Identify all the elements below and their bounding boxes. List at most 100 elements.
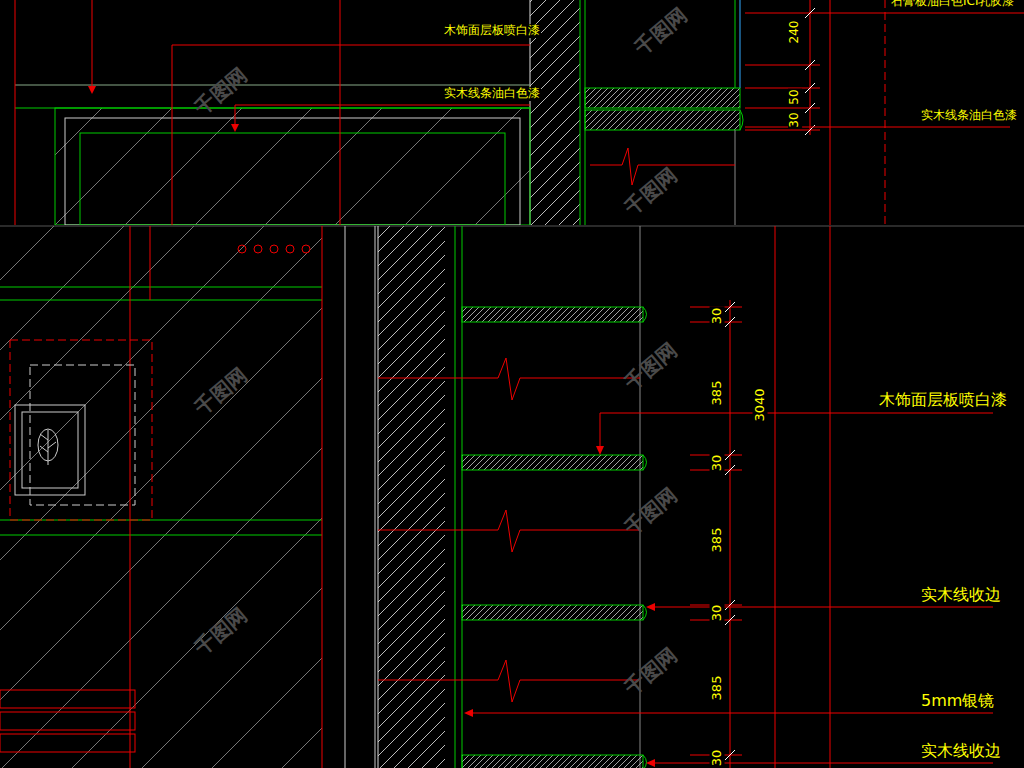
cad-stroke	[745, 130, 820, 131]
cad-stroke	[0, 734, 135, 752]
cad-stroke	[238, 245, 246, 253]
note-text: 实木线条油白色漆	[920, 109, 1018, 123]
watermark: 千图网	[630, 3, 692, 60]
dimension-text: 30	[710, 454, 725, 473]
cad-stroke	[15, 405, 85, 495]
note-text: 实木线条油白色漆	[443, 87, 541, 101]
cad-stroke	[55, 108, 530, 225]
cad-stroke	[462, 455, 643, 470]
cad-stroke	[322, 226, 323, 768]
cad-stroke	[735, 0, 736, 88]
cad-stroke	[740, 110, 743, 130]
cad-stroke	[172, 45, 530, 46]
cad-stroke	[775, 226, 776, 768]
cad-stroke	[254, 245, 262, 253]
dimension-text: 30	[788, 111, 802, 128]
note-text: 实木线收边	[920, 586, 1002, 604]
dimension-text: 385	[710, 527, 725, 554]
cad-stroke	[585, 110, 740, 130]
watermark: 千图网	[190, 63, 252, 120]
cad-stroke	[30, 365, 135, 505]
dimension-text: 50	[788, 88, 802, 105]
cad-stroke	[10, 340, 152, 520]
cad-stroke	[375, 226, 376, 768]
bottom-panel	[0, 225, 1024, 768]
cad-stroke	[745, 127, 1010, 128]
cad-stroke	[172, 45, 173, 225]
dimension-text: 3040	[753, 387, 768, 422]
note-text: 木饰面层板喷白漆	[878, 391, 1008, 409]
cad-stroke	[378, 358, 640, 400]
cad-stroke	[600, 413, 993, 414]
cad-stroke	[0, 226, 322, 768]
cad-stroke	[15, 0, 1024, 225]
cad-stroke	[725, 302, 735, 760]
cad-stroke	[643, 605, 647, 620]
watermark: 千图网	[620, 483, 682, 540]
watermark: 千图网	[190, 363, 252, 420]
cad-stroke	[455, 226, 456, 768]
cad-stroke	[830, 226, 831, 768]
cad-stroke	[378, 226, 379, 768]
cad-stroke	[231, 124, 239, 132]
cad-stroke	[55, 108, 530, 225]
dimension-text: 240	[788, 20, 802, 45]
cad-stroke	[130, 226, 131, 768]
cad-stroke	[378, 660, 640, 702]
cad-stroke	[643, 307, 647, 322]
dimension-text: 30	[710, 749, 725, 768]
cad-stroke	[286, 245, 294, 253]
cad-stroke	[745, 65, 820, 66]
cad-stroke	[462, 755, 643, 768]
cad-stroke	[0, 287, 322, 288]
cad-stroke	[378, 226, 445, 768]
cad-stroke	[646, 603, 655, 611]
cad-stroke	[600, 413, 601, 448]
cad-stroke	[652, 763, 993, 764]
cad-stroke	[345, 226, 346, 768]
watermark: 千图网	[190, 603, 252, 660]
cad-stroke	[40, 434, 56, 452]
cad-stroke	[830, 0, 831, 225]
cad-stroke	[150, 226, 151, 300]
note-text: 实木线收边	[920, 742, 1002, 760]
note-text: 石膏板油白色ICI乳胶漆	[890, 0, 1015, 9]
cad-stroke	[65, 118, 520, 225]
dimension-text: 30	[710, 604, 725, 623]
cad-stroke	[88, 86, 96, 94]
cad-stroke	[0, 690, 135, 708]
dimension-text: 385	[710, 380, 725, 407]
cad-stroke	[235, 105, 236, 126]
cad-stroke	[0, 225, 1024, 768]
cad-stroke	[735, 130, 736, 225]
note-text: 木饰面层板喷白漆	[443, 24, 541, 38]
cad-stroke	[80, 133, 505, 225]
cad-stroke	[22, 412, 78, 488]
cad-stroke	[652, 607, 993, 608]
cad-stroke	[643, 455, 647, 470]
cad-stroke	[740, 0, 741, 88]
cad-stroke	[92, 0, 93, 88]
cad-stroke	[15, 0, 16, 225]
cad-stroke	[0, 535, 322, 536]
cad-stroke	[235, 105, 530, 106]
cad-stroke	[805, 8, 815, 135]
cad-stroke	[646, 759, 655, 767]
cad-stroke	[462, 307, 643, 322]
watermark: 千图网	[620, 338, 682, 395]
watermark: 千图网	[620, 643, 682, 700]
cad-stroke	[464, 709, 473, 717]
cad-stroke	[745, 88, 820, 89]
note-text: 5mm银镜	[920, 692, 995, 710]
cad-stroke	[0, 300, 322, 301]
cad-stroke	[745, 108, 820, 109]
cad-stroke	[810, 0, 811, 135]
cad-stroke	[470, 713, 993, 714]
cad-stroke	[378, 510, 640, 552]
cad-stroke	[596, 446, 604, 455]
cad-stroke	[585, 88, 740, 108]
cad-stroke	[0, 712, 135, 730]
cad-stroke	[340, 0, 341, 225]
